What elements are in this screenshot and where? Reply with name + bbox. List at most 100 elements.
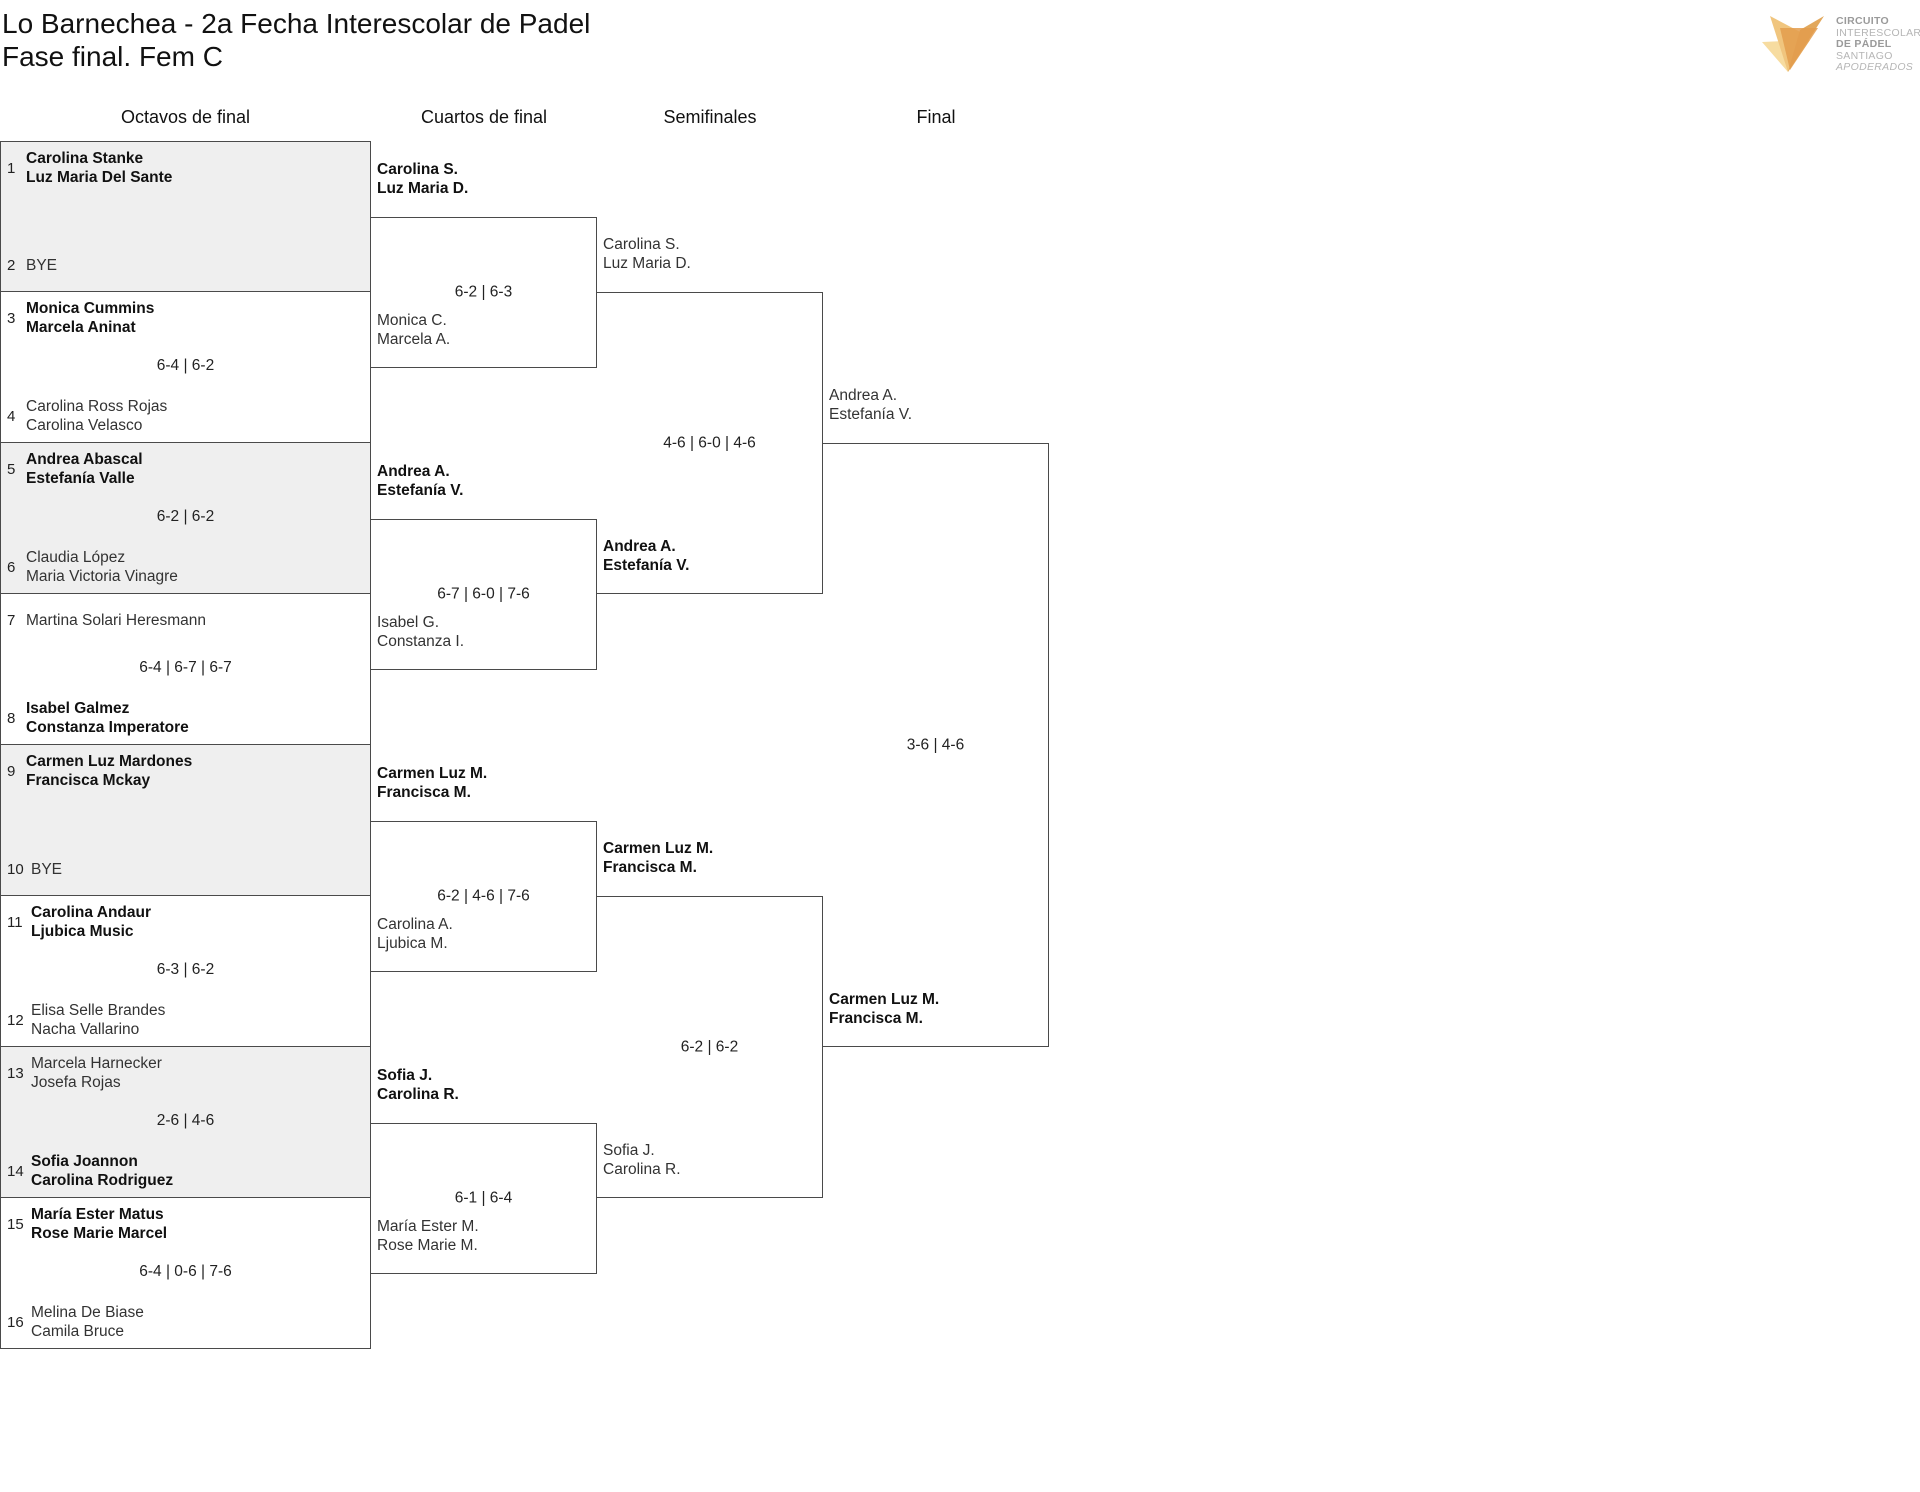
match-score: 6-7 | 6-0 | 7-6: [437, 585, 530, 603]
team-label: Carolina S.Luz Maria D.: [377, 160, 468, 198]
match-score: 2-6 | 4-6: [156, 1112, 215, 1129]
team-label: Andrea A. Estefanía V.: [603, 537, 689, 575]
match-cuartos: 6-2 | 4-6 | 7-6: [371, 820, 597, 972]
page-title: Lo Barnechea - 2a Fecha Interescolar de …: [2, 8, 591, 39]
team-label: Carolina A.Ljubica M.: [377, 915, 453, 953]
match-semis: 6-2 | 6-2: [597, 896, 823, 1198]
round-header-final: Final: [916, 107, 956, 127]
match-score: 3-6 | 4-6: [906, 736, 965, 754]
player-name: Carolina R.: [603, 1161, 681, 1178]
player-name: Carolina Velasco: [26, 417, 143, 434]
player-name: Carolina S.: [377, 160, 458, 178]
player-name: Elisa Selle Brandes: [31, 1002, 166, 1019]
seed-number: 6: [7, 558, 16, 576]
logo-line: CIRCUITO: [1836, 15, 1889, 27]
player-name: Ljubica Music: [31, 923, 134, 940]
player-name: Estefanía V.: [377, 481, 464, 499]
match-score: 6-2 | 6-2: [680, 1038, 739, 1056]
player-name: Francisca M.: [377, 783, 471, 801]
player-name: Carmen Luz M.: [603, 840, 714, 857]
player-name: Melina De Biase: [31, 1304, 144, 1321]
player-name: Monica Cummins: [26, 300, 155, 317]
player-name: Marcela Aninat: [26, 319, 136, 336]
team-label: María Ester M.Rose Marie M.: [377, 1217, 479, 1255]
player-name: Marcela Harnecker: [31, 1055, 162, 1072]
player-name: Carmen Luz M.: [377, 764, 488, 782]
seed-number: 1: [7, 159, 16, 177]
player-name: Constanza Imperatore: [26, 719, 189, 736]
team-label: Carolina S.Luz Maria D.: [603, 235, 691, 273]
player-name: Francisca M.: [829, 1010, 923, 1027]
seed-number: 11: [7, 913, 23, 931]
team-label: Sofia J.Carolina R.: [377, 1066, 459, 1104]
player-name: Josefa Rojas: [31, 1074, 121, 1091]
logo-line: DE PÁDEL: [1836, 38, 1892, 50]
player-name: Isabel Galmez: [26, 700, 130, 717]
team-label: Isabel G.Constanza I.: [377, 613, 464, 651]
seed-number: 16: [7, 1313, 24, 1331]
team-label: Carmen Luz M.Francisca M.: [603, 839, 713, 877]
player-name: Andrea A.: [829, 387, 898, 404]
match-score: 4-6 | 6-0 | 4-6: [663, 434, 756, 452]
player-name: Estefanía V.: [829, 406, 913, 423]
player-name: Maria Victoria Vinagre: [26, 568, 178, 585]
player-name: Luz Maria Del Sante: [26, 169, 173, 186]
seed-number: 3: [7, 309, 16, 327]
player-name: Sofia J.: [377, 1066, 433, 1084]
player-name: Sofia J.: [603, 1142, 655, 1159]
round-header-semis: Semifinales: [663, 107, 757, 127]
player-name: Luz Maria D.: [603, 255, 691, 272]
player-name: Monica C.: [377, 311, 447, 329]
player-name: Carolina Ross Rojas: [26, 398, 168, 415]
team-label: Monica C.Marcela A.: [377, 311, 450, 349]
round-header-octavos: Octavos de final: [120, 107, 251, 127]
seed-number: 12: [7, 1011, 24, 1029]
seed-number: 9: [7, 762, 16, 780]
player-name: Carolina Stanke: [26, 150, 144, 167]
player-name: Carmen Luz Mardones: [26, 753, 193, 770]
player-name: Estefanía V.: [603, 557, 690, 574]
logo-text: CIRCUITO INTERESCOLAR DE PÁDEL SANTIAGO …: [1836, 15, 1920, 74]
fox-logo-icon: [1762, 16, 1824, 72]
match-cuartos: 6-7 | 6-0 | 7-6: [371, 518, 597, 670]
player-name: Camila Bruce: [31, 1323, 125, 1340]
player-name: Francisca Mckay: [26, 772, 151, 789]
player-name: Carolina A.: [377, 915, 453, 933]
match-score: 6-2 | 4-6 | 7-6: [437, 887, 530, 905]
team-label: Carmen Luz M.Francisca M.: [829, 990, 939, 1028]
player-name: Luz Maria D.: [377, 179, 469, 197]
player-name: María Ester M.: [377, 1217, 479, 1235]
team-names: BYE: [26, 245, 366, 285]
seed-number: 2: [7, 256, 16, 274]
player-name: María Ester Matus: [31, 1206, 164, 1223]
player-name: BYE: [31, 860, 63, 878]
player-name: Constanza I.: [377, 632, 465, 650]
circuit-logo: CIRCUITO INTERESCOLAR DE PÁDEL SANTIAGO …: [1760, 14, 1920, 76]
match-score: 6-1 | 6-4: [454, 1189, 513, 1207]
player-name: Andrea A.: [603, 538, 676, 555]
player-name: BYE: [26, 256, 58, 274]
seed-number: 10: [7, 860, 24, 878]
player-name: Ljubica M.: [377, 934, 448, 952]
